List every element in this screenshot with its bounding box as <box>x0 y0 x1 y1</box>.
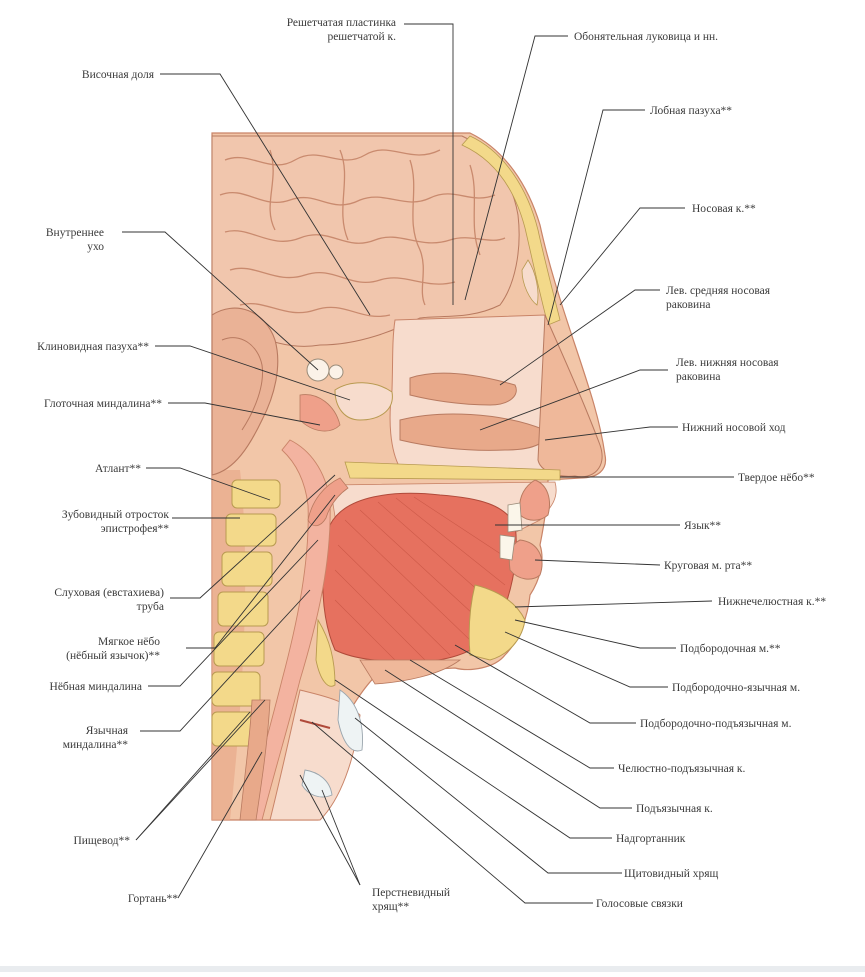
label-sphenoid-sinus: Клиновидная пазуха** <box>37 341 149 353</box>
label-soft-palate-line1: Мягкое нёбо <box>98 636 160 648</box>
label-temporal-lobe: Височная доля <box>82 69 155 81</box>
label-middle-concha-line2: раковина <box>666 299 710 311</box>
labels: Решетчатая пластинка решетчатой к. Обоня… <box>37 17 826 913</box>
label-frontal-sinus: Лобная пазуха** <box>650 105 732 117</box>
bottom-strip <box>0 966 865 972</box>
label-soft-palate-line2: (нёбный язычок)** <box>66 650 160 662</box>
label-lingual-tonsil-line1: Язычная <box>86 725 129 737</box>
cricoid-cartilage <box>301 769 333 798</box>
submandibular-area <box>359 659 462 685</box>
pharyngeal-tonsil <box>299 394 341 432</box>
epiglottis <box>315 618 336 687</box>
label-inferior-concha-line1: Лев. нижняя носовая <box>676 357 779 369</box>
inner-ear-canal <box>328 364 344 380</box>
label-inferior-concha-line2: раковина <box>676 371 720 383</box>
label-lingual-tonsil-line2: миндалина** <box>63 739 129 751</box>
label-esophagus: Пищевод** <box>73 835 130 847</box>
label-vocal-cords: Голосовые связки <box>596 898 683 910</box>
label-atlas: Атлант** <box>95 463 141 475</box>
label-eustachian-tube-line1: Слуховая (евстахиева) <box>54 587 164 599</box>
label-cricoid-line2: хрящ** <box>372 901 409 913</box>
esophagus <box>239 699 271 821</box>
ear <box>211 307 279 476</box>
frontal-sinus <box>521 259 539 306</box>
mandible <box>468 584 526 661</box>
teeth <box>499 502 523 561</box>
label-ethmoid-plate-line2: решетчатой к. <box>327 31 396 43</box>
label-nasal-bone: Носовая к.** <box>692 203 756 215</box>
label-genioglossus: Подбородочно-язычная м. <box>672 682 800 694</box>
middle-nasal-concha <box>409 372 517 406</box>
label-hard-palate: Твердое нёбо** <box>738 472 815 484</box>
soft-palate <box>307 477 349 527</box>
label-hyoid: Подъязычная к. <box>636 803 713 815</box>
hard-palate <box>344 461 561 481</box>
label-geniohyoid: Подбородочно-подъязычная м. <box>640 718 792 730</box>
label-ethmoid-plate-line1: Решетчатая пластинка <box>287 17 396 29</box>
label-larynx: Гортань** <box>128 893 178 905</box>
label-inferior-meatus: Нижний носовой ход <box>682 422 786 434</box>
tongue-fibers <box>334 496 511 661</box>
label-eustachian-tube-line2: труба <box>137 601 164 613</box>
label-inner-ear-line1: Внутреннее <box>46 227 104 239</box>
thyroid-cartilage <box>337 689 363 752</box>
sphenoid-sinus <box>334 382 393 421</box>
brain-gyri <box>219 149 506 317</box>
label-dens-line2: эпистрофея** <box>101 523 170 535</box>
label-mylohyoid: Челюстно-подъязычная к. <box>618 763 745 775</box>
head-illustration <box>211 132 607 821</box>
frontal-bone <box>461 135 561 326</box>
label-mentalis: Подбородочная м.** <box>680 643 781 655</box>
label-pharyngeal-tonsil: Глоточная миндалина** <box>44 398 162 410</box>
upper-lip <box>519 479 550 521</box>
cervical-spine <box>211 479 281 747</box>
label-epiglottis: Надгортанник <box>616 833 686 845</box>
label-inner-ear-line2: ухо <box>87 241 104 253</box>
label-olfactory-bulb: Обонятельная луковица и нн. <box>574 31 718 43</box>
label-cricoid-line1: Перстневидный <box>372 887 450 899</box>
label-tongue: Язык** <box>684 520 721 532</box>
leader-lines <box>122 23 734 904</box>
label-middle-concha-line1: Лев. средняя носовая <box>666 285 771 297</box>
label-thyroid-cartilage: Щитовидный хрящ <box>624 868 719 880</box>
label-palatine-tonsil: Нёбная миндалина <box>50 681 142 693</box>
label-dens-line1: Зубовидный отросток <box>62 509 170 521</box>
label-mandible: Нижнечелюстная к.** <box>718 596 826 608</box>
label-orbicularis-oris: Круговая м. рта** <box>664 560 752 572</box>
